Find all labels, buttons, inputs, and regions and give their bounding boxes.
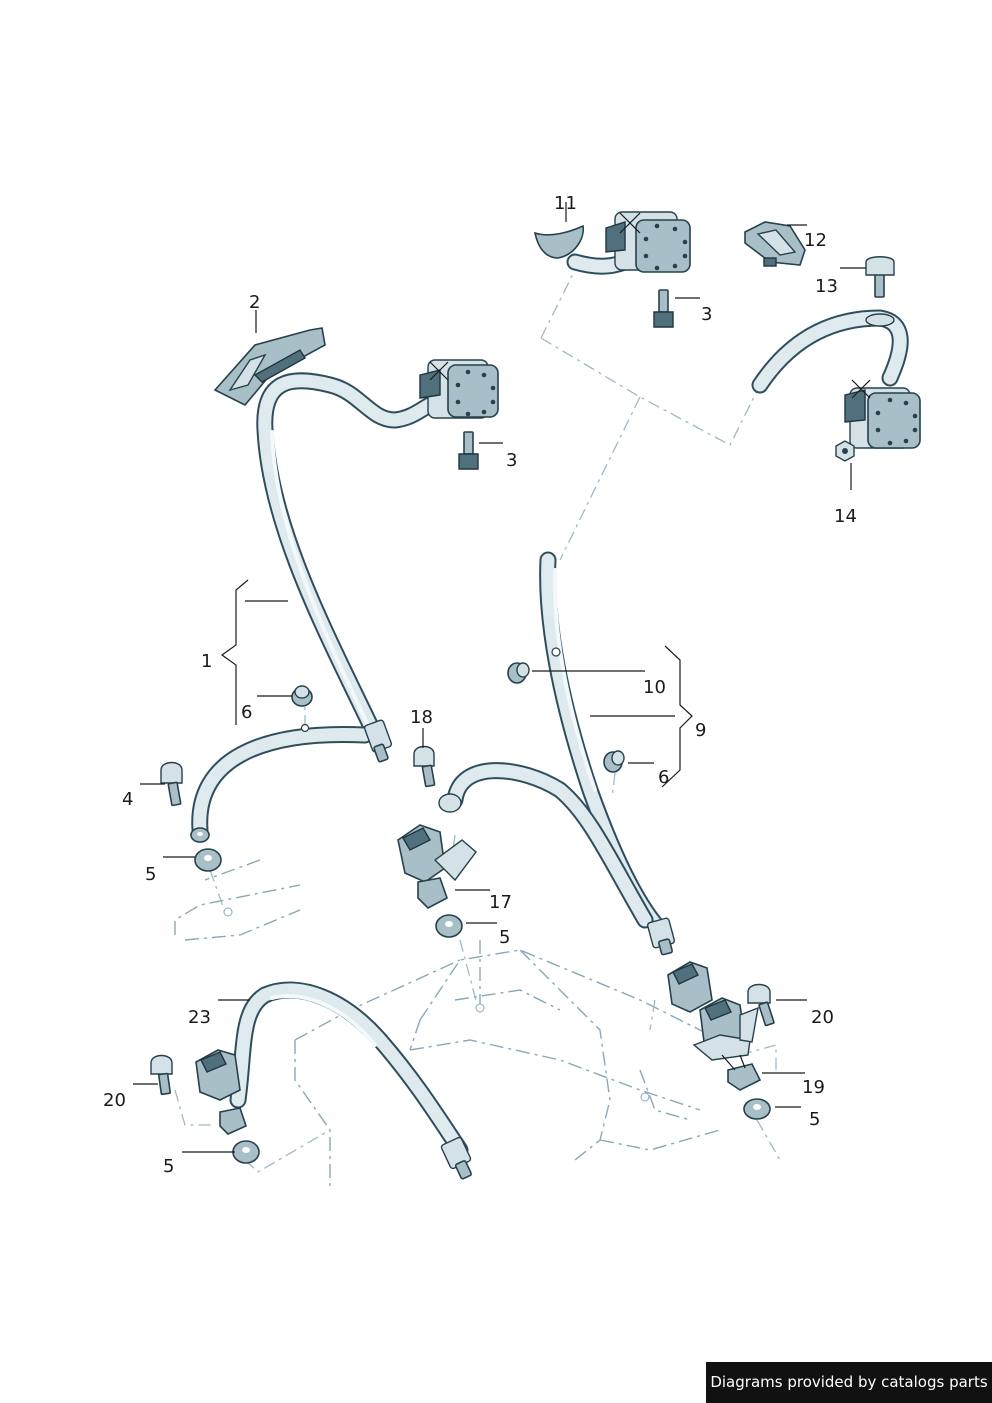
belt-guide-2 [213,327,326,406]
bolt-13 [865,256,895,298]
washer-5-b [435,914,485,1013]
washer-5-d [232,1140,260,1164]
label-20-left: 20 [103,1090,126,1111]
label-5-d: 5 [163,1156,174,1177]
label-18: 18 [410,707,433,728]
label-13: 13 [815,276,838,297]
nut-14 [835,440,855,462]
leader-lines [133,202,866,1153]
part-labels: 1 2 3 3 4 5 5 5 5 6 6 9 10 11 12 13 14 1… [103,193,857,1177]
belt-assembly-1 [191,372,449,839]
buckle-17 [397,793,477,909]
retractor-left [419,359,499,419]
floor-outline-dashed [174,859,721,1190]
label-5-c: 5 [809,1109,820,1130]
button-10 [507,662,530,684]
bolt-20-left [150,1054,173,1096]
belt-assembly-9 [446,551,676,956]
buckle-19 [667,961,762,1091]
bolt-4 [160,761,183,807]
label-5-a: 5 [145,864,156,885]
label-19: 19 [802,1077,825,1098]
label-2: 2 [249,292,260,313]
label-3-center: 3 [701,304,712,325]
credit-banner: Diagrams provided by catalogs parts [706,1362,992,1403]
label-14: 14 [834,506,857,527]
retractor-rear-center [566,211,691,275]
washer-5-a [190,827,233,917]
trim-11 [533,224,584,259]
belt-assembly-23 [195,981,472,1180]
label-5-b: 5 [499,927,510,948]
label-12: 12 [804,230,827,251]
bolt-18 [413,745,436,788]
label-9: 9 [695,720,706,741]
button-6-left [291,685,313,733]
label-20-right: 20 [811,1007,834,1028]
label-10: 10 [643,677,666,698]
label-3-left: 3 [506,450,517,471]
label-6-left: 6 [241,702,252,723]
bolt-20-right [747,983,775,1027]
label-23: 23 [188,1007,211,1028]
bolt-3-left [458,431,479,470]
label-11: 11 [554,193,577,214]
label-6-right: 6 [658,767,669,788]
label-4: 4 [122,789,133,810]
button-6-right [603,750,625,773]
label-17: 17 [489,892,512,913]
washer-5-c [640,1092,771,1120]
cover-12 [744,221,806,267]
bolt-3-center [653,289,674,328]
label-1: 1 [201,651,212,672]
retractor-right [751,309,921,449]
